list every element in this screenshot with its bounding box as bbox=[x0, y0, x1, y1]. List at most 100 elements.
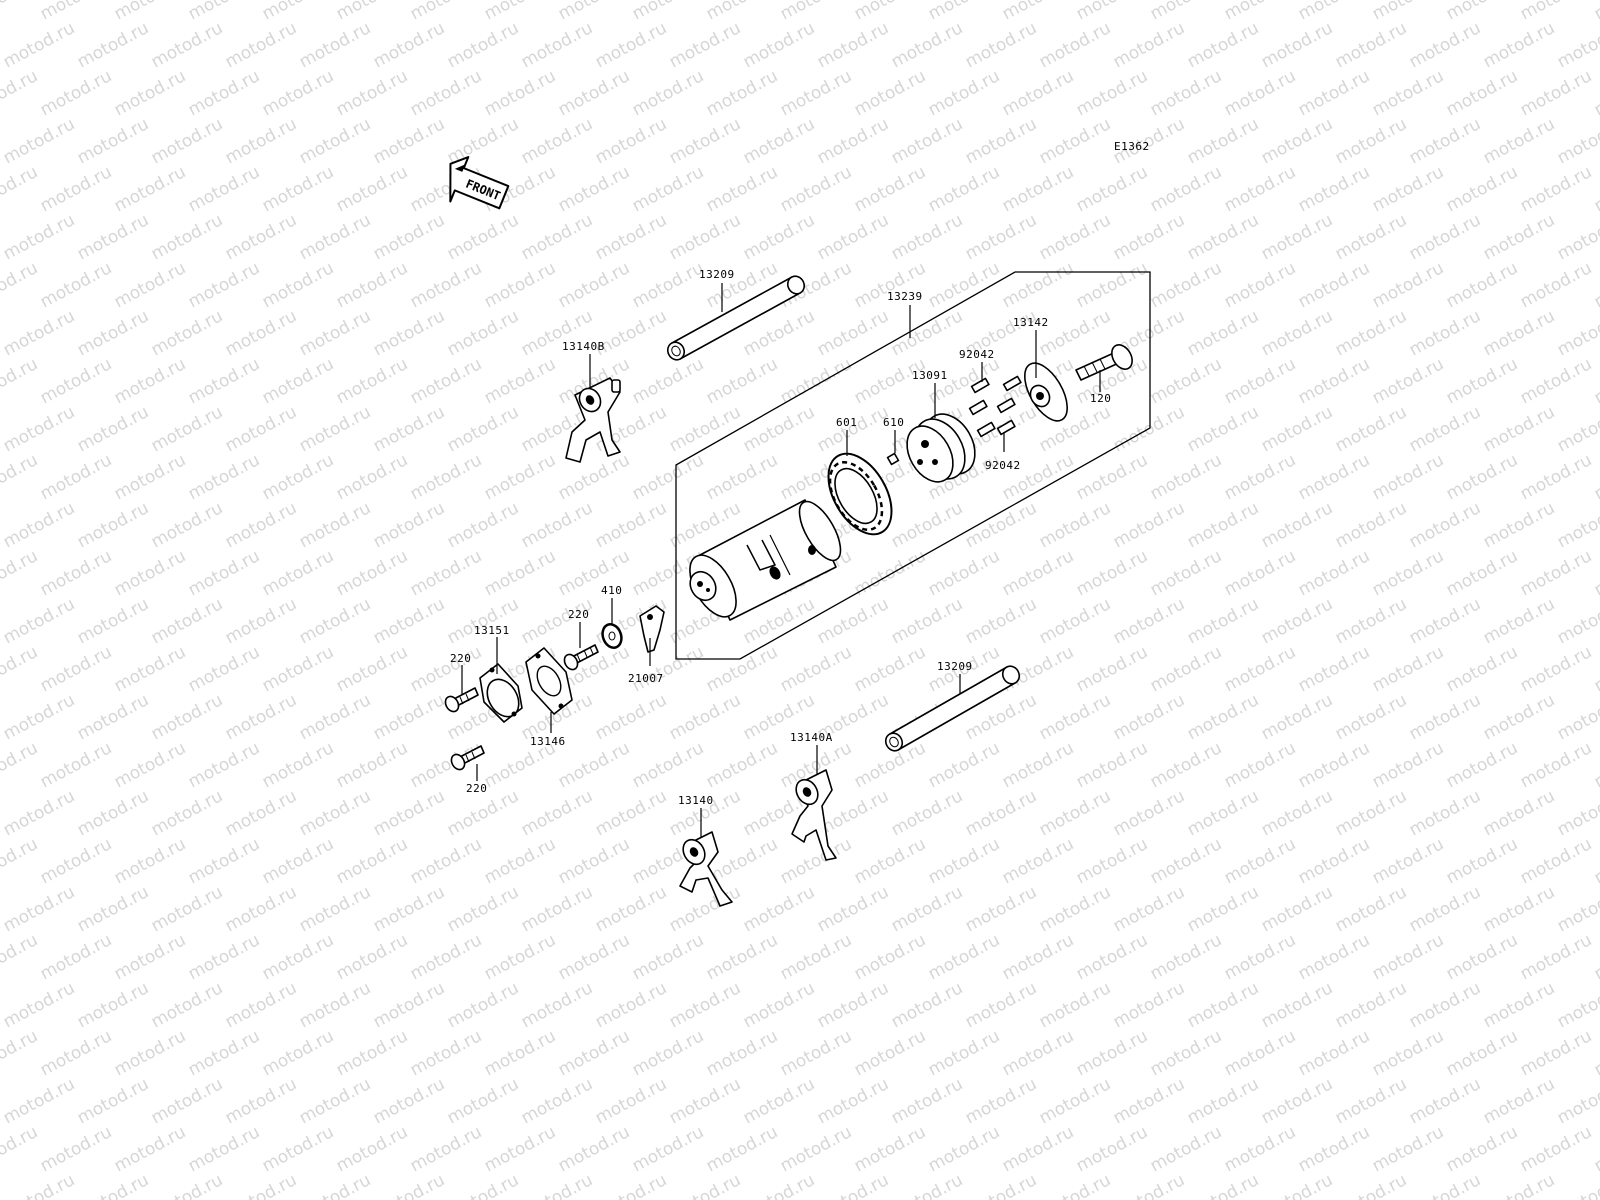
watermark-text: motod.ru bbox=[1258, 18, 1336, 72]
watermark-text: motod.ru bbox=[1221, 834, 1299, 888]
watermark-text: motod.ru bbox=[1295, 834, 1373, 888]
watermark-text: motod.ru bbox=[814, 18, 892, 72]
watermark-text: motod.ru bbox=[1110, 210, 1188, 264]
watermark-text: motod.ru bbox=[148, 402, 226, 456]
watermark-text: motod.ru bbox=[1480, 978, 1558, 1032]
watermark-text: motod.ru bbox=[296, 498, 374, 552]
watermark-text: motod.ru bbox=[0, 1074, 78, 1128]
watermark-text: motod.ru bbox=[1443, 1122, 1521, 1176]
watermark-text: motod.ru bbox=[1221, 930, 1299, 984]
watermark-text: motod.ru bbox=[1184, 18, 1262, 72]
watermark-text: motod.ru bbox=[1369, 1026, 1447, 1080]
watermark-text: motod.ru bbox=[1332, 306, 1410, 360]
watermark-text: motod.ru bbox=[222, 402, 300, 456]
watermark-text: motod.ru bbox=[1295, 354, 1373, 408]
assembly-frame-13239 bbox=[675, 271, 1151, 660]
watermark-text: motod.ru bbox=[111, 258, 189, 312]
watermark-text: motod.ru bbox=[1184, 690, 1262, 744]
watermark-text: motod.ru bbox=[962, 210, 1040, 264]
part-label: 13239 bbox=[887, 290, 923, 303]
watermark-text: motod.ru bbox=[851, 1026, 929, 1080]
watermark-text: motod.ru bbox=[666, 882, 744, 936]
watermark-text: motod.ru bbox=[1295, 1122, 1373, 1176]
watermark-text: motod.ru bbox=[37, 738, 115, 792]
watermark-text: motod.ru bbox=[1258, 498, 1336, 552]
watermark-text: motod.ru bbox=[1147, 642, 1225, 696]
watermark-text: motod.ru bbox=[999, 0, 1077, 24]
watermark-text: motod.ru bbox=[518, 498, 596, 552]
watermark-text: motod.ru bbox=[148, 306, 226, 360]
watermark-text: motod.ru bbox=[1369, 66, 1447, 120]
part-label: 13091 bbox=[912, 369, 948, 382]
watermark-text: motod.ru bbox=[1147, 930, 1225, 984]
watermark-text: motod.ru bbox=[1332, 402, 1410, 456]
watermark-text: motod.ru bbox=[296, 402, 374, 456]
watermark-text: motod.ru bbox=[1480, 786, 1558, 840]
watermark-text: motod.ru bbox=[1147, 66, 1225, 120]
watermark-text: motod.ru bbox=[111, 66, 189, 120]
watermark-text: motod.ru bbox=[222, 114, 300, 168]
watermark-text: motod.ru bbox=[1554, 690, 1600, 744]
watermark-text: motod.ru bbox=[814, 306, 892, 360]
watermark-text: motod.ru bbox=[74, 306, 152, 360]
watermark-text: motod.ru bbox=[0, 114, 4, 168]
watermark-text: motod.ru bbox=[888, 210, 966, 264]
watermark-text: motod.ru bbox=[1221, 546, 1299, 600]
watermark-text: motod.ru bbox=[1332, 594, 1410, 648]
cover-13151 bbox=[479, 663, 523, 723]
watermark-text: motod.ru bbox=[111, 354, 189, 408]
watermark-text: motod.ru bbox=[1332, 498, 1410, 552]
shift-fork-13140a bbox=[791, 769, 837, 861]
watermark-text: motod.ru bbox=[185, 1026, 263, 1080]
watermark-text: motod.ru bbox=[1480, 210, 1558, 264]
watermark-text: motod.ru bbox=[1295, 258, 1373, 312]
part-label: 13140 bbox=[678, 794, 714, 807]
watermark-text: motod.ru bbox=[1147, 546, 1225, 600]
watermark-text: motod.ru bbox=[37, 354, 115, 408]
watermark-text: motod.ru bbox=[1517, 66, 1595, 120]
watermark-text: motod.ru bbox=[703, 66, 781, 120]
watermark-text: motod.ru bbox=[481, 354, 559, 408]
watermark-text: motod.ru bbox=[1258, 114, 1336, 168]
watermark-text: motod.ru bbox=[1406, 18, 1484, 72]
watermark-text: motod.ru bbox=[1443, 1026, 1521, 1080]
watermark-text: motod.ru bbox=[777, 162, 855, 216]
watermark-text: motod.ru bbox=[518, 210, 596, 264]
watermark-text: motod.ru bbox=[333, 930, 411, 984]
watermark-text: motod.ru bbox=[777, 1026, 855, 1080]
watermark-text: motod.ru bbox=[1295, 546, 1373, 600]
watermark-text: motod.ru bbox=[185, 546, 263, 600]
watermark-text: motod.ru bbox=[1073, 162, 1151, 216]
watermark-text: motod.ru bbox=[407, 66, 485, 120]
watermark-text: motod.ru bbox=[1073, 66, 1151, 120]
watermark-text: motod.ru bbox=[407, 834, 485, 888]
watermark-text: motod.ru bbox=[0, 498, 78, 552]
watermark-text: motod.ru bbox=[1258, 402, 1336, 456]
watermark-text: motod.ru bbox=[1591, 642, 1600, 696]
watermark-text: motod.ru bbox=[74, 978, 152, 1032]
watermark-text: motod.ru bbox=[592, 1170, 670, 1200]
watermark-text: motod.ru bbox=[1110, 786, 1188, 840]
watermark-text: motod.ru bbox=[74, 594, 152, 648]
watermark-text: motod.ru bbox=[888, 18, 966, 72]
watermark-text: motod.ru bbox=[407, 450, 485, 504]
watermark-text: motod.ru bbox=[1036, 978, 1114, 1032]
watermark-text: motod.ru bbox=[1406, 690, 1484, 744]
watermark-text: motod.ru bbox=[888, 594, 966, 648]
watermark-text: motod.ru bbox=[666, 690, 744, 744]
watermark-text: motod.ru bbox=[444, 978, 522, 1032]
watermark-text: motod.ru bbox=[481, 0, 559, 24]
watermark-text: motod.ru bbox=[259, 258, 337, 312]
watermark-text: motod.ru bbox=[814, 1170, 892, 1200]
watermark-text: motod.ru bbox=[1073, 450, 1151, 504]
watermark-text: motod.ru bbox=[1517, 930, 1595, 984]
watermark-text: motod.ru bbox=[1036, 18, 1114, 72]
watermark-text: motod.ru bbox=[814, 210, 892, 264]
watermark-text: motod.ru bbox=[481, 930, 559, 984]
watermark-text: motod.ru bbox=[333, 66, 411, 120]
watermark-text: motod.ru bbox=[1295, 450, 1373, 504]
watermark-text: motod.ru bbox=[1258, 978, 1336, 1032]
watermark-text: motod.ru bbox=[1517, 1122, 1595, 1176]
watermark-text: motod.ru bbox=[629, 450, 707, 504]
watermark-text: motod.ru bbox=[148, 498, 226, 552]
